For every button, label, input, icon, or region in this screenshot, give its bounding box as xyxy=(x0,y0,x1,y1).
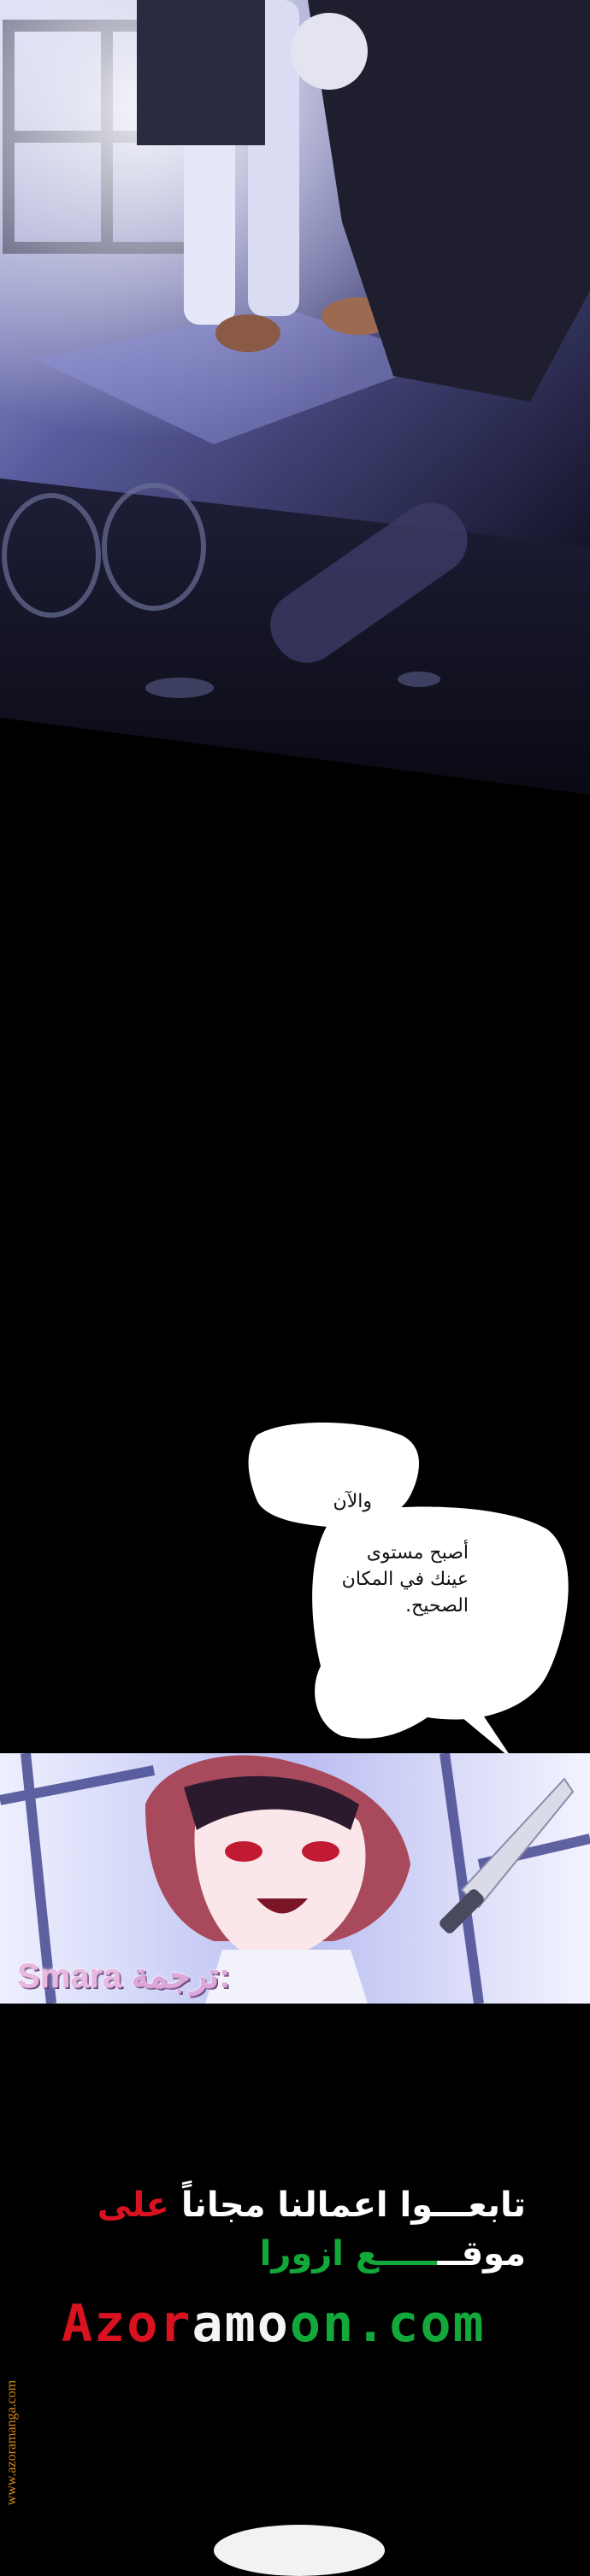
speech-line-2: أصبح مستوى عينك في المكان الصحيح. xyxy=(325,1540,469,1619)
translator-credit: Smara ترجمة: xyxy=(17,1957,230,1996)
top-illustration-panel xyxy=(0,0,590,795)
promo-line-1: تابعـــوا اعمالنا مجاناً على xyxy=(97,2186,526,2225)
promo-line-2-accent: ـــــع ازورا xyxy=(259,2234,438,2274)
site-name-part-3: on.com xyxy=(289,2294,486,2354)
bottom-bubble-edge xyxy=(214,2525,385,2576)
side-watermark: www.azoramanga.com xyxy=(3,2332,21,2546)
promo-line-2: موقـــــــع ازورا xyxy=(260,2234,526,2274)
speech-line-2-a: أصبح مستوى xyxy=(366,1542,469,1564)
promo-line-1-accent: على xyxy=(97,2186,169,2225)
site-name-part-1: Azor xyxy=(62,2294,192,2354)
site-name[interactable]: Azoramoon.com xyxy=(62,2294,486,2354)
character-illustration-panel xyxy=(0,1753,590,2004)
translator-name: Smara xyxy=(17,1957,122,1995)
translator-label: ترجمة: xyxy=(131,1957,231,1995)
promo-line-2-text: موقــ xyxy=(437,2234,526,2274)
speech-line-2-c: الصحيح. xyxy=(405,1595,469,1617)
speech-line-2-b: عينك في المكان xyxy=(341,1569,469,1590)
smiling-character-illustration xyxy=(0,1753,590,2004)
speech-bubble-shapes xyxy=(248,1423,569,1760)
speech-bubbles xyxy=(0,1418,590,1777)
room-scene-illustration xyxy=(0,0,590,795)
promo-line-1-text: تابعـــوا اعمالنا مجاناً xyxy=(180,2186,526,2225)
site-name-part-2: amo xyxy=(192,2294,290,2354)
side-watermark-text: www.azoramanga.com xyxy=(4,2379,19,2506)
speech-line-1: والآن xyxy=(333,1491,372,1512)
